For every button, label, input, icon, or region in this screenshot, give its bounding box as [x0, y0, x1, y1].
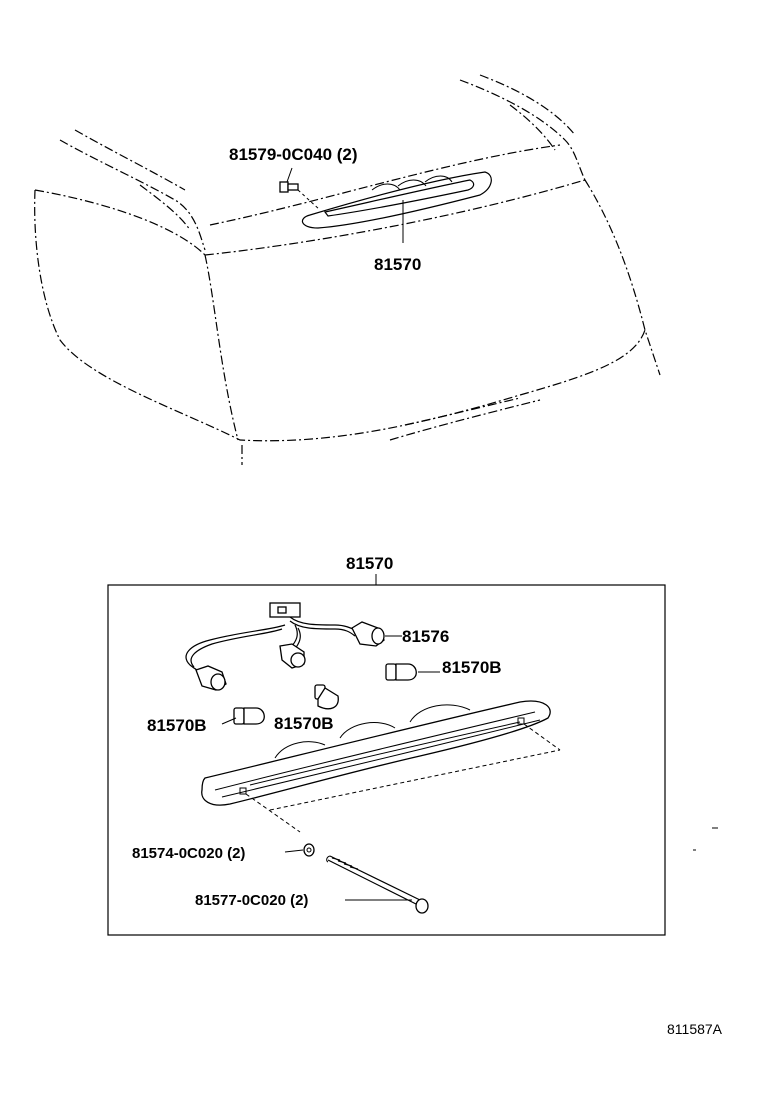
- label-box-assembly: 81570: [346, 554, 393, 573]
- label-bulb-left: 81570B: [147, 716, 207, 735]
- label-bulb-right: 81570B: [442, 658, 502, 677]
- label-bulb-middle: 81570B: [274, 714, 334, 733]
- label-washer: 81574-0C020 (2): [132, 845, 245, 862]
- bulb-icon: [385, 663, 417, 681]
- screw-icon: [326, 855, 429, 914]
- vehicle-rear-view: [34, 74, 661, 465]
- label-upper-assembly: 81570: [374, 255, 421, 274]
- lamp-housing: [201, 700, 551, 806]
- socket-icon: [279, 643, 306, 669]
- assembly-box: [107, 584, 666, 936]
- drawing-reference: 811587A: [667, 1021, 723, 1037]
- label-socket: 81576: [402, 627, 449, 646]
- socket-icon: [351, 621, 385, 647]
- bolt-icon: [279, 181, 299, 193]
- washer-icon: [303, 843, 315, 857]
- label-screw: 81577-0C020 (2): [195, 892, 308, 909]
- bulb-icon: [314, 684, 339, 710]
- socket-icon: [195, 665, 227, 691]
- wiring-harness: [185, 602, 359, 675]
- label-upper-bolt: 81579-0C040 (2): [229, 145, 358, 164]
- bulb-icon: [233, 707, 265, 725]
